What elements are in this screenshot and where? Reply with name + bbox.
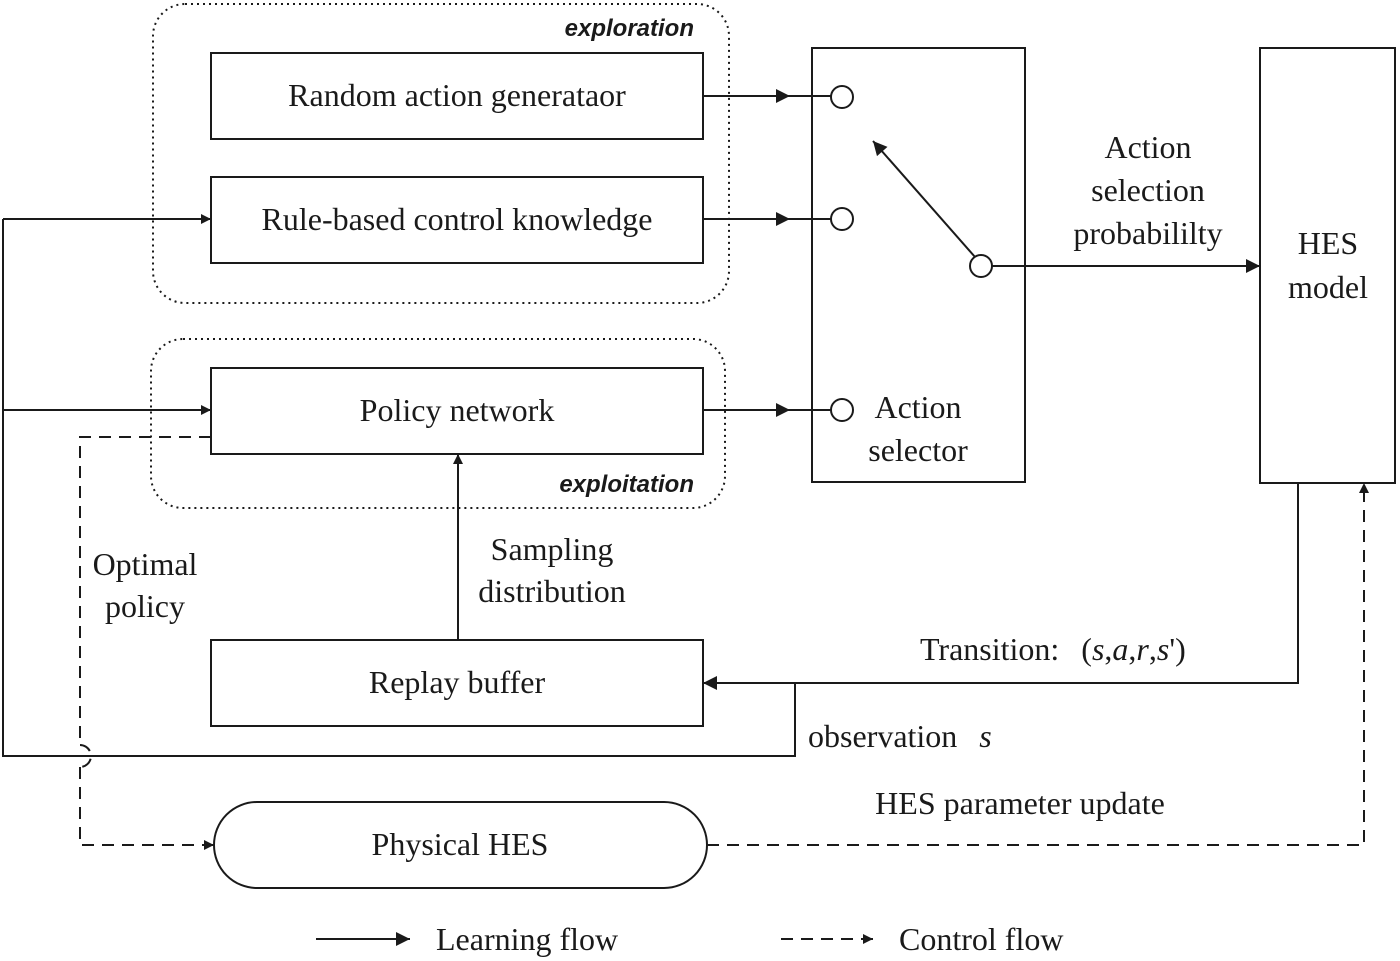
action-selection-probability-line-1: Action — [1104, 129, 1191, 165]
policy-network-label: Policy network — [360, 392, 555, 428]
transition-prefix: Transition: — [920, 631, 1059, 667]
observation-text: observation — [808, 718, 957, 754]
optimal-policy-crossover — [79, 744, 92, 768]
exploration-label: exploration — [565, 15, 694, 42]
legend-learning-flow-label: Learning flow — [436, 921, 618, 957]
transition-comma-2: , — [1128, 631, 1136, 667]
exploration-group — [152, 3, 730, 304]
action-selector-label-line-2: selector — [868, 432, 968, 468]
transition-reward: r — [1136, 631, 1149, 667]
optimal-policy-line-1: Optimal — [93, 546, 198, 582]
transition-comma-1: , — [1104, 631, 1112, 667]
observation-label: observation s — [808, 718, 992, 754]
hes-model-label-line-1: HES — [1298, 225, 1358, 261]
transition-state: s — [1092, 631, 1104, 667]
transition-action: a — [1112, 631, 1128, 667]
rule-based-control-label: Rule-based control knowledge — [262, 201, 653, 237]
transition-open: ( — [1081, 631, 1092, 667]
hes-model-box — [1259, 47, 1396, 484]
transition-label: Transition: (s,a,r,s') — [920, 631, 1186, 667]
hes-model-label-line-2: model — [1288, 269, 1368, 305]
action-selector-label-line-1: Action — [874, 389, 961, 425]
transition-close: ') — [1169, 631, 1185, 667]
exploitation-group — [150, 338, 726, 509]
action-selection-probability-line-3: probabililty — [1073, 215, 1222, 251]
optimal-policy-dashed-line — [79, 436, 211, 745]
optimal-policy-to-physical-arrow — [79, 767, 214, 850]
sampling-distribution-line-2: distribution — [478, 573, 626, 609]
physical-hes-label: Physical HES — [372, 826, 549, 862]
selector-port-random — [830, 85, 854, 109]
hes-parameter-update-label: HES parameter update — [875, 785, 1165, 821]
replay-buffer-label: Replay buffer — [369, 664, 546, 700]
legend-control-flow-label: Control flow — [899, 921, 1063, 957]
sampling-distribution-line-1: Sampling — [491, 531, 614, 567]
observation-feedback-line — [2, 219, 796, 757]
rule-based-control-box — [210, 176, 704, 264]
random-action-generator-box — [210, 52, 704, 140]
observation-symbol: s — [979, 718, 991, 754]
random-action-generator-label: Random action generataor — [288, 77, 626, 113]
action-selection-probability-line-2: selection — [1091, 172, 1205, 208]
selector-port-policy — [830, 398, 854, 422]
transition-comma-3: , — [1149, 631, 1157, 667]
selector-port-rule — [830, 207, 854, 231]
optimal-policy-line-2: policy — [105, 588, 185, 624]
transition-next-state: s — [1157, 631, 1169, 667]
exploitation-label: exploitation — [559, 471, 694, 498]
selector-output-port — [969, 254, 993, 278]
transition-flow-arrow — [703, 483, 1299, 690]
selector-switch-arrow — [872, 140, 976, 258]
